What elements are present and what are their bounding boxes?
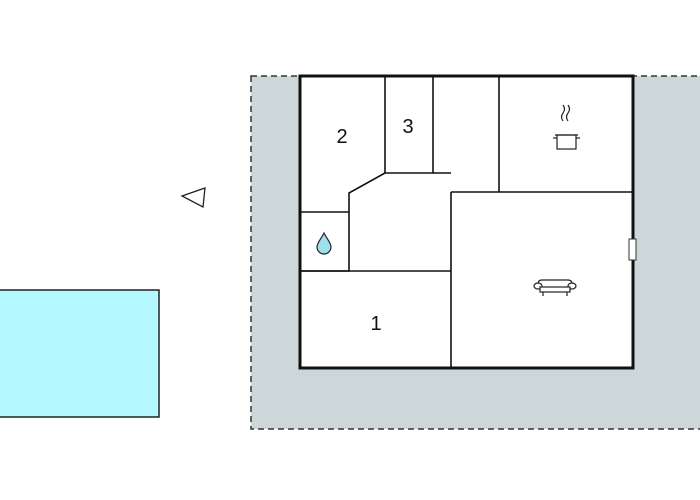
house-outer-walls xyxy=(298,74,635,370)
pool xyxy=(0,289,160,418)
sofa-icon xyxy=(533,279,577,296)
room-label-3: 3 xyxy=(402,116,413,138)
north-arrow-icon xyxy=(180,187,206,209)
interior-walls xyxy=(300,76,633,368)
water-drop-icon xyxy=(316,231,332,255)
room-label-2: 2 xyxy=(336,126,347,148)
house-floor xyxy=(300,76,633,368)
cooking-pot-icon xyxy=(553,104,580,150)
room-label-1: 1 xyxy=(370,313,381,335)
window xyxy=(628,238,637,261)
